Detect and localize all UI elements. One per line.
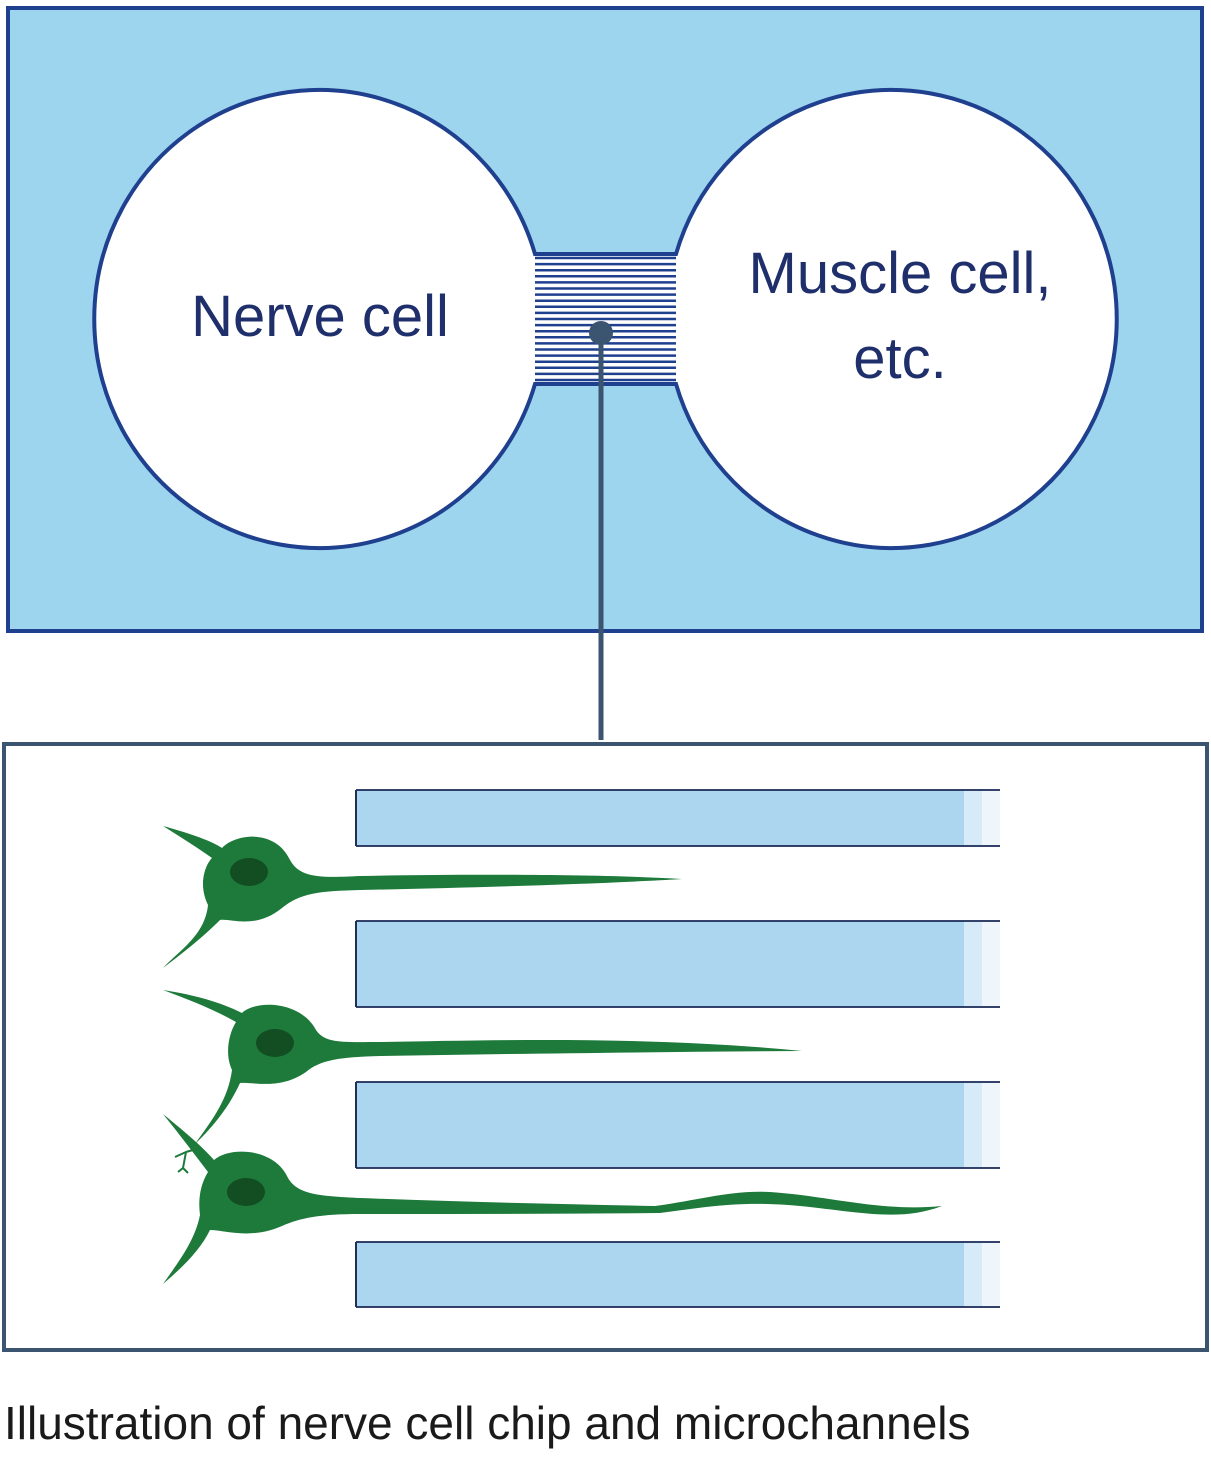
channel-wall-fade: [982, 921, 1000, 1007]
channel-wall-4: [355, 1241, 1000, 1308]
channel-wall-2: [355, 920, 1000, 1008]
channel-wall-fill: [356, 1082, 964, 1168]
neuron-3: [163, 1114, 942, 1284]
channel-wall-fade: [982, 790, 1000, 846]
neuron-2-nucleus: [256, 1029, 294, 1057]
channel-wall-fade: [964, 1242, 982, 1307]
channel-wall-fade: [964, 921, 982, 1007]
channel-wall-fill: [356, 790, 964, 846]
channel-wall-fill: [356, 1242, 964, 1307]
neuron-3-body: [163, 1114, 942, 1284]
muscle-cell-chamber-label-line2: etc.: [853, 326, 947, 391]
channel-wall-fade: [964, 790, 982, 846]
neuron-3-nucleus: [227, 1178, 265, 1206]
neuron-2-body: [163, 990, 802, 1144]
neuron-1-nucleus: [230, 858, 268, 886]
muscle-cell-chamber-label-line1: Muscle cell,: [749, 241, 1052, 306]
channel-group: [355, 789, 1000, 1308]
zoom-connector: [589, 321, 613, 740]
neuron-3-dendrite-branch: [174, 1147, 201, 1174]
microchannel-detail-panel: [2, 742, 1209, 1352]
neuron-2: [163, 990, 802, 1144]
microchannel-bundle: [535, 256, 676, 382]
channel-wall-fill: [356, 921, 964, 1007]
channel-wall-fade: [982, 1242, 1000, 1307]
nerve-cell-chamber-label: Nerve cell: [191, 284, 449, 349]
channel-wall-1: [355, 789, 1000, 847]
channel-wall-3: [355, 1081, 1000, 1169]
neuron-1-body: [163, 826, 682, 968]
channel-wall-fade: [982, 1082, 1000, 1168]
chip-panel: Nerve cell Muscle cell, etc.: [6, 6, 1204, 633]
neuron-1: [163, 826, 682, 968]
figure-caption: Illustration of nerve cell chip and micr…: [4, 1397, 971, 1449]
connector-dot: [589, 321, 613, 345]
channel-wall-fade: [964, 1082, 982, 1168]
